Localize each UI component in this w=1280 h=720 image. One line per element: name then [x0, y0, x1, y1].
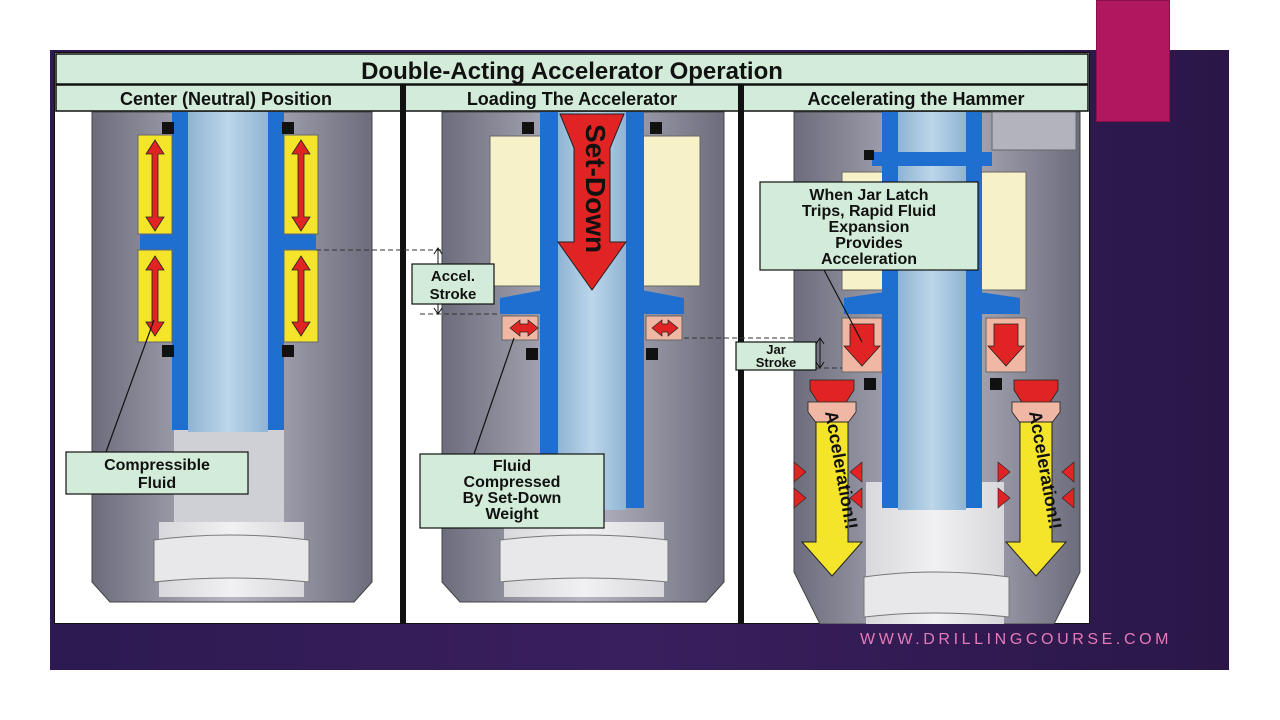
accelerator-diagram: Double-Acting Accelerator Operation Cent… — [54, 52, 1090, 624]
jar-latch-line-2: Trips, Rapid Fluid — [802, 203, 936, 220]
fluid-compressed-line-1: Fluid — [493, 458, 531, 475]
compressible-fluid-box — [65, 451, 249, 495]
panel-heading-3: Accelerating the Hammer — [807, 89, 1024, 109]
jar-stroke-box — [735, 341, 817, 371]
diagram-title: Double-Acting Accelerator Operation — [361, 58, 783, 85]
fluid-compressed-box — [419, 453, 605, 529]
jar-latch-line-5: Acceleration — [821, 251, 917, 268]
title-bar — [55, 53, 1089, 85]
jar-stroke-line-2: Stroke — [756, 355, 796, 370]
panel-divider-1 — [400, 85, 406, 624]
accel-stroke-box — [411, 263, 495, 305]
fluid-compressed-line-3: By Set-Down — [463, 490, 562, 507]
compressible-fluid-line-2: Fluid — [138, 475, 176, 492]
panel-heading-2: Loading The Accelerator — [467, 89, 677, 109]
compressible-fluid-line-1: Compressible — [104, 457, 210, 474]
accel-stroke-line-2: Stroke — [430, 286, 477, 303]
accent-block — [1096, 0, 1170, 122]
accel-stroke-line-1: Accel. — [431, 268, 475, 285]
footer-url: WWW.DRILLINGCOURSE.COM — [860, 631, 1173, 648]
jar-latch-box — [759, 181, 979, 271]
fluid-compressed-line-4: Weight — [485, 506, 539, 523]
set-down-label: Set-Down — [580, 124, 611, 253]
fluid-compressed-line-2: Compressed — [464, 474, 561, 491]
jar-stroke-line-1: Jar — [766, 342, 786, 357]
jar-latch-line-4: Provides — [835, 235, 903, 252]
heading-bar — [55, 84, 1089, 112]
jar-latch-line-3: Expansion — [829, 219, 910, 236]
jar-latch-line-1: When Jar Latch — [809, 187, 928, 204]
panel-heading-1: Center (Neutral) Position — [120, 89, 332, 109]
